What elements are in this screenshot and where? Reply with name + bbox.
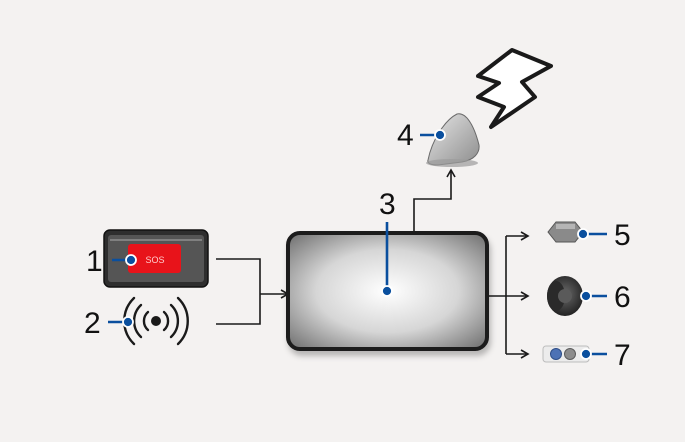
speaker-cone	[558, 289, 572, 303]
antenna-base	[426, 159, 478, 167]
sos-button-face	[128, 244, 181, 273]
callout-pointers	[108, 129, 607, 360]
pointer-4	[420, 129, 446, 141]
sos-button-icon: SOS	[103, 229, 209, 288]
callout-number-7: 7	[614, 339, 631, 372]
sos-label: SOS	[145, 255, 164, 265]
pointer-2	[108, 316, 134, 328]
antenna-icon	[426, 113, 480, 167]
callout-number-6: 6	[614, 281, 631, 314]
microphone-top	[556, 224, 575, 229]
callout-number-5: 5	[614, 219, 631, 252]
module-to-antenna-arrow	[413, 168, 456, 233]
callout-number-4: 4	[397, 119, 414, 152]
pointer-5	[577, 228, 607, 240]
led-indicator-icon	[542, 345, 590, 363]
lightning-bolt-shape	[476, 48, 553, 129]
led-left	[550, 348, 562, 360]
signal-wave-right-outer	[176, 296, 189, 346]
signal-source-dot	[151, 316, 161, 326]
wave-to-module-line	[216, 294, 261, 325]
signal-wave-right-inner	[162, 310, 170, 332]
pointer-1	[112, 254, 137, 266]
lightning-bolt-icon	[476, 48, 553, 129]
callout-number-3: 3	[379, 188, 396, 221]
signal-wave-right-mid	[169, 303, 180, 339]
pointer-3	[381, 222, 393, 297]
connectors	[216, 168, 530, 359]
callout-number-2: 2	[84, 307, 101, 340]
speaker-icon	[547, 276, 583, 316]
led-right	[564, 348, 576, 360]
pointer-7	[580, 348, 607, 360]
wireless-signal-icon	[123, 296, 189, 346]
speaker-frame	[547, 281, 565, 311]
signal-wave-left-inner	[142, 310, 150, 332]
sos-to-module-line	[216, 258, 261, 294]
callout-number-1: 1	[86, 245, 103, 278]
signal-wave-left-mid	[132, 303, 143, 339]
pointer-6	[580, 290, 607, 302]
antenna-shape	[427, 113, 480, 166]
